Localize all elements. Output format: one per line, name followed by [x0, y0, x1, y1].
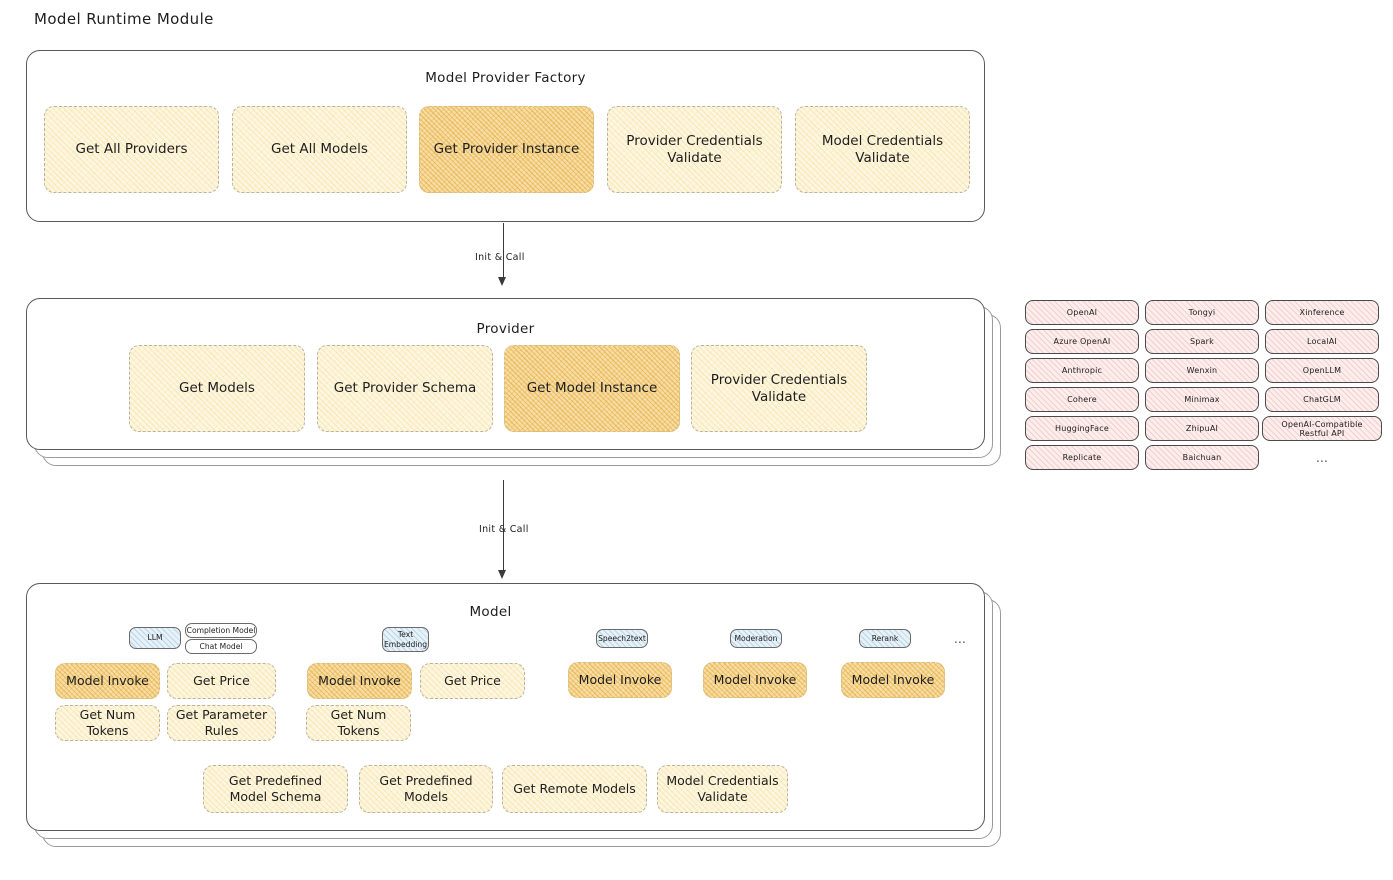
arrow-factory-to-provider-head: [498, 277, 506, 286]
rerank-method-model-invoke[interactable]: Model Invoke: [841, 662, 945, 698]
arrow-provider-to-model-head: [498, 570, 506, 579]
llm-method-get-parameter-rules[interactable]: Get Parameter Rules: [167, 705, 276, 741]
arrow-factory-to-provider-line: [503, 223, 505, 280]
provider-pill-spark[interactable]: Spark: [1145, 329, 1259, 354]
llm-method-get-price[interactable]: Get Price: [167, 663, 276, 699]
provider-pill-cohere[interactable]: Cohere: [1025, 387, 1139, 412]
factory-method-get-all-providers[interactable]: Get All Providers: [44, 106, 219, 193]
provider-pill-minimax[interactable]: Minimax: [1145, 387, 1259, 412]
moderation-method-model-invoke[interactable]: Model Invoke: [703, 662, 807, 698]
provider-pill-xinference[interactable]: Xinference: [1265, 300, 1379, 325]
model-subtype-badge-chat-model[interactable]: Chat Model: [185, 639, 257, 654]
provider-method-get-provider-schema[interactable]: Get Provider Schema: [317, 345, 493, 432]
provider-pill-zhipuai[interactable]: ZhipuAI: [1145, 416, 1259, 441]
model-type-badge-moderation[interactable]: Moderation: [730, 629, 782, 648]
model-subtype-badge-completion-model[interactable]: Completion Model: [185, 623, 257, 638]
model-common-method-get-predefined-models[interactable]: Get Predefined Models: [359, 765, 493, 813]
speech2text-method-model-invoke[interactable]: Model Invoke: [568, 662, 672, 698]
model-common-method-get-remote-models[interactable]: Get Remote Models: [502, 765, 647, 813]
page-title: Model Runtime Module: [34, 10, 214, 28]
provider-pill-huggingface[interactable]: HuggingFace: [1025, 416, 1139, 441]
provider-pill-openai-compatible-restful-api[interactable]: OpenAI-Compatible Restful API: [1262, 416, 1382, 441]
text-embedding-method-get-price[interactable]: Get Price: [420, 663, 525, 699]
arrow-provider-to-model-label: Init & Call: [479, 524, 529, 535]
provider-pill-tongyi[interactable]: Tongyi: [1145, 300, 1259, 325]
provider-method-provider-credentials-validate[interactable]: Provider Credentials Validate: [691, 345, 867, 432]
provider-title: Provider: [476, 321, 535, 337]
text-embedding-method-model-invoke[interactable]: Model Invoke: [307, 663, 412, 699]
model-title: Model: [469, 604, 512, 620]
factory-method-get-all-models[interactable]: Get All Models: [232, 106, 407, 193]
arrow-provider-to-model-line: [503, 480, 505, 572]
provider-list-more: ...: [1315, 450, 1329, 465]
provider-pill-azure-openai[interactable]: Azure OpenAI: [1025, 329, 1139, 354]
model-type-badge-speech2text[interactable]: Speech2text: [596, 629, 648, 648]
llm-method-model-invoke[interactable]: Model Invoke: [55, 663, 160, 699]
text-embedding-method-get-num-tokens[interactable]: Get Num Tokens: [306, 705, 411, 741]
factory-method-provider-credentials-validate[interactable]: Provider Credentials Validate: [607, 106, 782, 193]
model-type-badge-rerank[interactable]: Rerank: [859, 629, 911, 648]
provider-pill-baichuan[interactable]: Baichuan: [1145, 445, 1259, 470]
provider-pill-chatglm[interactable]: ChatGLM: [1265, 387, 1379, 412]
arrow-factory-to-provider-label: Init & Call: [475, 252, 525, 263]
model-type-badge-text-embedding[interactable]: Text Embedding: [382, 627, 429, 652]
model-type-badge-llm[interactable]: LLM: [129, 627, 181, 649]
provider-pill-wenxin[interactable]: Wenxin: [1145, 358, 1259, 383]
model-common-method-get-predefined-model-schema[interactable]: Get Predefined Model Schema: [203, 765, 348, 813]
model-types-more: ...: [953, 632, 967, 646]
provider-pill-replicate[interactable]: Replicate: [1025, 445, 1139, 470]
provider-method-get-models[interactable]: Get Models: [129, 345, 305, 432]
provider-pill-openllm[interactable]: OpenLLM: [1265, 358, 1379, 383]
model-provider-factory-title: Model Provider Factory: [425, 70, 586, 86]
factory-method-get-provider-instance[interactable]: Get Provider Instance: [419, 106, 594, 193]
factory-method-model-credentials-validate[interactable]: Model Credentials Validate: [795, 106, 970, 193]
provider-method-get-model-instance[interactable]: Get Model Instance: [504, 345, 680, 432]
provider-pill-anthropic[interactable]: Anthropic: [1025, 358, 1139, 383]
llm-method-get-num-tokens[interactable]: Get Num Tokens: [55, 705, 160, 741]
provider-pill-openai[interactable]: OpenAI: [1025, 300, 1139, 325]
model-common-method-model-credentials-validate[interactable]: Model Credentials Validate: [657, 765, 788, 813]
provider-pill-localai[interactable]: LocalAI: [1265, 329, 1379, 354]
